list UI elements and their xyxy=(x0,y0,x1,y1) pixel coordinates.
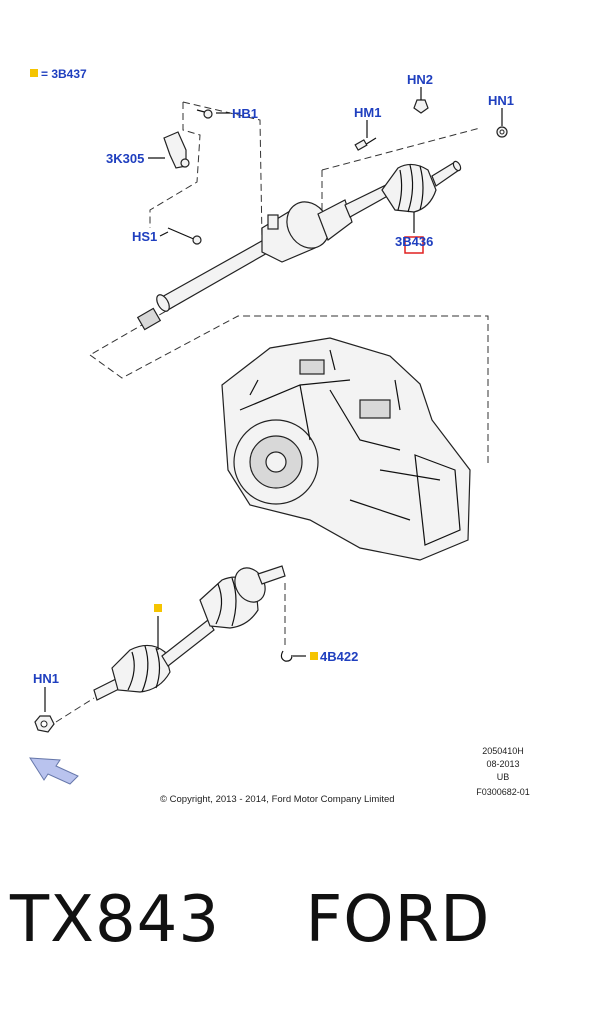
callout-hn2: HN2 xyxy=(407,72,433,87)
marker-square-icon xyxy=(154,604,162,612)
bolt-hs1 xyxy=(167,227,202,245)
part-caption: TX843 FORD xyxy=(10,883,491,957)
legend-text: = 3B437 xyxy=(41,67,87,81)
callout-4b422: 4B422 xyxy=(320,649,358,664)
callout-hn1-bottom: HN1 xyxy=(33,671,59,686)
nut-hn1-top xyxy=(496,126,508,138)
transmission-housing xyxy=(221,337,471,561)
direction-arrow-icon xyxy=(29,757,79,785)
bolt-hb1 xyxy=(196,109,213,119)
dashed-outline-upper-left xyxy=(149,102,201,228)
circlip-4b422 xyxy=(280,650,306,662)
callout-hm1: HM1 xyxy=(354,105,381,120)
nut-hn2 xyxy=(413,99,429,114)
dashed-outline-mid xyxy=(89,315,489,465)
callout-hn1-top: HN1 xyxy=(488,93,514,108)
callout-hb1: HB1 xyxy=(232,106,258,121)
copyright-text: © Copyright, 2013 - 2014, Ford Motor Com… xyxy=(160,794,395,805)
nut-hn1-bottom xyxy=(34,715,55,733)
callout-3b436: 3B436 xyxy=(395,234,433,249)
meta-line-4: F0300682-01 xyxy=(476,787,530,797)
meta-line-2: 08-2013 xyxy=(486,759,519,769)
right-halfshaft xyxy=(136,160,462,331)
callout-3k305: 3K305 xyxy=(106,151,144,166)
meta-line-3: UB xyxy=(497,772,510,782)
stud-hm1 xyxy=(354,137,377,151)
marker-square-icon-2 xyxy=(310,652,318,660)
callout-hs1: HS1 xyxy=(132,229,157,244)
highlight-box xyxy=(404,236,424,254)
dashed-outline-shaft-guide xyxy=(321,127,481,171)
bracket-3k305 xyxy=(163,131,190,169)
dashed-outline-upper xyxy=(89,101,276,356)
legend-marker-icon xyxy=(30,69,38,77)
left-halfshaft xyxy=(93,565,286,701)
meta-line-1: 2050410H xyxy=(482,746,524,756)
